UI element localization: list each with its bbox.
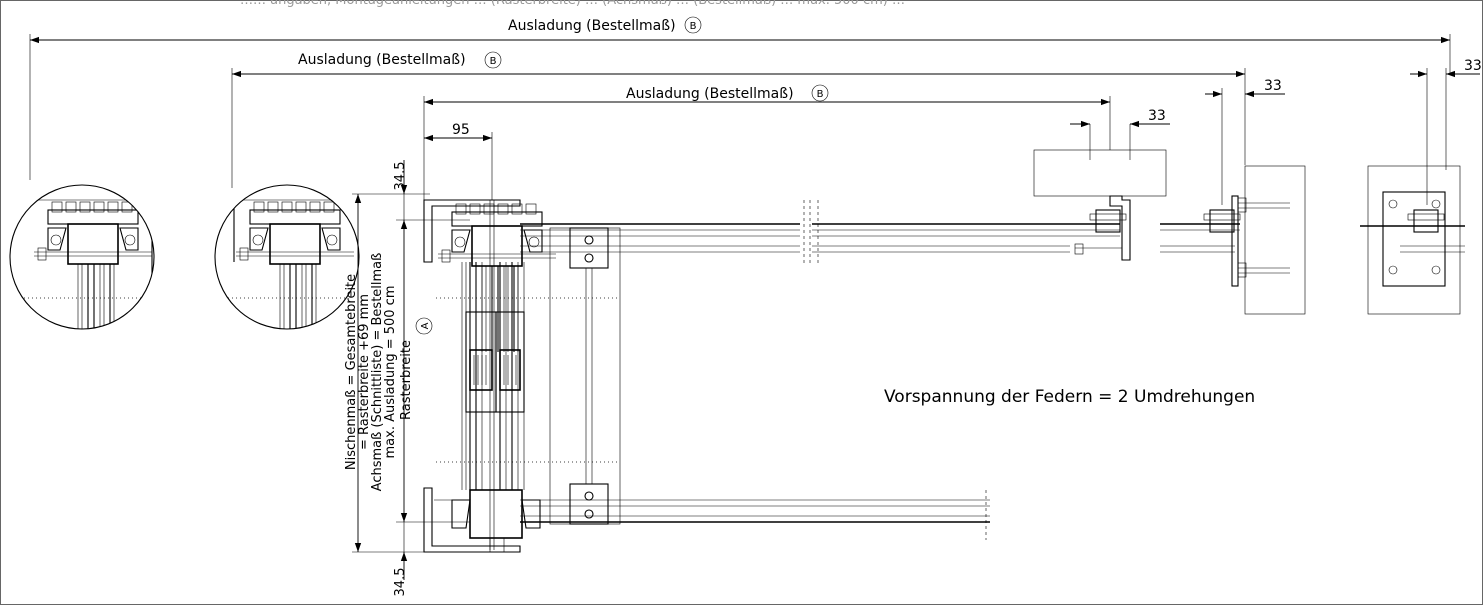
edge-34-5-bottom: 34.5 [393, 568, 408, 597]
marker-a-circle [415, 317, 433, 335]
dimension-33-b: 33 [1205, 78, 1285, 205]
marker-a: A [420, 322, 431, 329]
header-text: …… angaben, Montageanleitungen … (Raster… [240, 0, 905, 8]
dimension-overhang-mid: Ausladung (Bestellmaß) B [231, 51, 1246, 188]
dimension-33-c: 33 [1410, 58, 1482, 205]
marker-b-1: B [690, 21, 697, 32]
marker-b-circle-1 [684, 16, 702, 34]
arm-top [520, 200, 1120, 264]
marker-b-circle-3 [811, 84, 829, 102]
overhang-label-1: Ausladung (Bestellmaß) [508, 18, 676, 34]
offset-33-a: 33 [1148, 108, 1166, 124]
offset-33-c: 33 [1464, 58, 1482, 74]
vlabel-nischenmass: Nischenmaß = Gesamtebreite [344, 274, 359, 470]
vlabel-achsmass: Achsmaß (Schnittliste) = Bestellmaß [370, 253, 385, 492]
end-fitting-c [1360, 165, 1465, 315]
end-fitting-b [1160, 165, 1306, 315]
arm-bottom [520, 490, 990, 540]
vlabel-rasterbreite-69: = Rasterbreite +69 mm [357, 294, 372, 450]
marker-b-2: B [490, 56, 497, 67]
spring-preload-note: Vorspannung der Federn = 2 Umdrehungen [884, 387, 1255, 407]
dimension-95: 95 [424, 122, 493, 200]
dimension-33-a: 33 [1070, 108, 1170, 160]
vertical-dimensions: 34.5 34.5 Nischenmaß = Gesamtebreite = R… [344, 160, 470, 596]
dimension-overhang-short: Ausladung (Bestellmaß) B [423, 84, 1111, 200]
width-95-label: 95 [452, 122, 470, 138]
detail-circle-middle [214, 184, 360, 330]
vlabel-rasterbreite: Rasterbreite [399, 340, 414, 420]
vlabel-max-ausladung: max. Ausladung = 500 cm [383, 286, 398, 459]
marker-b-3: B [817, 89, 824, 100]
main-assembly [423, 199, 621, 553]
overhang-label-2: Ausladung (Bestellmaß) [298, 52, 466, 68]
offset-33-b: 33 [1264, 78, 1282, 94]
dimension-overhang-long: Ausladung (Bestellmaß) B [29, 16, 1451, 180]
marker-b-circle-2 [484, 51, 502, 69]
end-fitting-a [1033, 149, 1167, 261]
edge-34-5-top: 34.5 [393, 162, 408, 191]
detail-circle-left [9, 184, 155, 330]
overhang-label-3: Ausladung (Bestellmaß) [626, 86, 794, 102]
